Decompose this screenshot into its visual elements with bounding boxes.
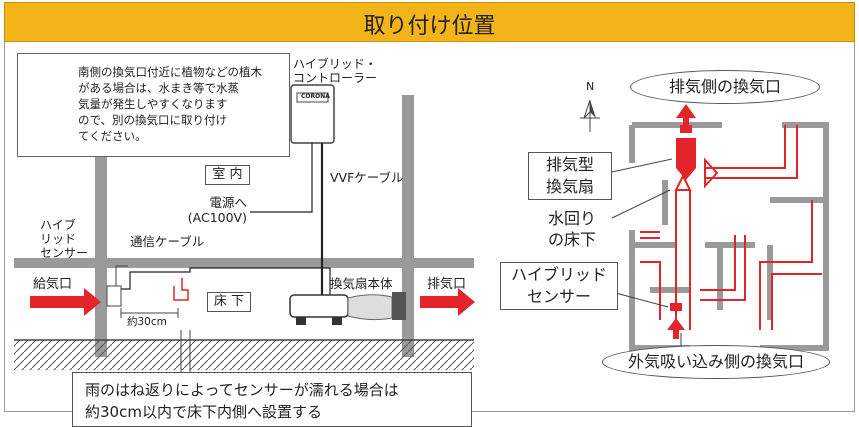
sensor-box-right: ハイブリッド センサー [500, 262, 618, 310]
exhaust-fan-marker [676, 104, 696, 180]
fan-unit [289, 292, 406, 325]
controller-brand: CORONA [301, 93, 330, 100]
controller-label: ハイブリッド・ コントローラー [293, 57, 377, 86]
comm-cable-label: 通信ケーブル [130, 234, 205, 249]
header-bar: 取り付け位置 [4, 2, 855, 42]
power-label-line: (AC100V) [187, 210, 247, 225]
airflow-arrowheads [674, 157, 719, 191]
sensor-right-line: ハイブリッド [511, 265, 607, 284]
exhaust-arrow [420, 288, 475, 316]
fan-type-box: 排気型 換気扇 [528, 152, 612, 200]
intake-arrow [30, 288, 101, 316]
floor-plan-walls [629, 122, 829, 351]
callout-note: 雨のはね返りによってセンサーが濡れる場合は 約30cm以内で床下内側へ設置する [72, 372, 472, 427]
wet-area-line: の床下 [548, 230, 597, 249]
warning-line: てください。 [78, 129, 147, 143]
fan-type-line: 換気扇 [545, 177, 594, 196]
ground [14, 339, 474, 370]
intake-label: 給気口 [33, 277, 73, 292]
airflow-paths [640, 125, 822, 330]
power-label: 電源へ (AC100V) [185, 195, 247, 225]
exhaust-vent-oval: 排気側の換気口 [630, 70, 820, 104]
leader-lines [611, 158, 682, 346]
page-title: 取り付け位置 [363, 14, 496, 39]
compass-icon [580, 99, 600, 132]
cables [120, 143, 331, 305]
underfloor-label: 床 下 [207, 292, 251, 312]
distance-label: 約30cm [127, 316, 167, 328]
warning-line: ので、別の換気口に取り付け [78, 113, 228, 127]
sensor-alt-position [173, 278, 189, 301]
sensor-label-line: センサー [40, 246, 89, 260]
sensor-right-line: センサー [526, 287, 591, 306]
room-label: 室 内 [205, 165, 250, 185]
exhaust-label: 排気口 [427, 277, 467, 292]
sensor-label-line: ハイブ [40, 218, 76, 232]
wet-area-line: 水回り [548, 209, 597, 228]
wet-area-label: 水回り の床下 [548, 208, 596, 250]
warning-box: 南側の換気口付近に植物などの植木 がある場合は、水まき等で水蒸 気量が発生しやす… [17, 53, 290, 157]
warning-line: 気量が発生しやすくなります [78, 97, 228, 111]
fan-label: 換気扇本体 [330, 276, 393, 291]
house-walls [14, 95, 474, 357]
vvf-cable-label: VVFケーブル [330, 170, 404, 185]
warning-line: 南側の換気口付近に植物などの植木 [78, 65, 262, 79]
sensor-label-left: ハイブ リッド センサー [40, 218, 88, 260]
intake-vent-oval: 外気吸い込み側の換気口 [602, 345, 830, 379]
warning-line: がある場合は、水まき等で水蒸 [78, 81, 239, 95]
intake-arrow-right [667, 303, 685, 339]
controller-label-line: コントローラー [293, 71, 378, 86]
callout-line: 約30cm以内で床下内側へ設置する [85, 403, 322, 421]
controller-label-line: ハイブリッド・ [293, 57, 377, 71]
sensor-device [106, 265, 128, 307]
compass-north: N [586, 80, 595, 93]
distance-bracket [120, 308, 179, 318]
power-label-line: 電源へ [209, 195, 247, 210]
fan-type-line: 排気型 [545, 155, 594, 174]
warning-text: 南側の換気口付近に植物などの植木 がある場合は、水まき等で水蒸 気量が発生しやす… [78, 64, 283, 144]
callout-line: 雨のはね返りによってセンサーが濡れる場合は [85, 381, 399, 399]
sensor-label-line: リッド [40, 232, 77, 246]
callout-pointer [180, 330, 191, 372]
